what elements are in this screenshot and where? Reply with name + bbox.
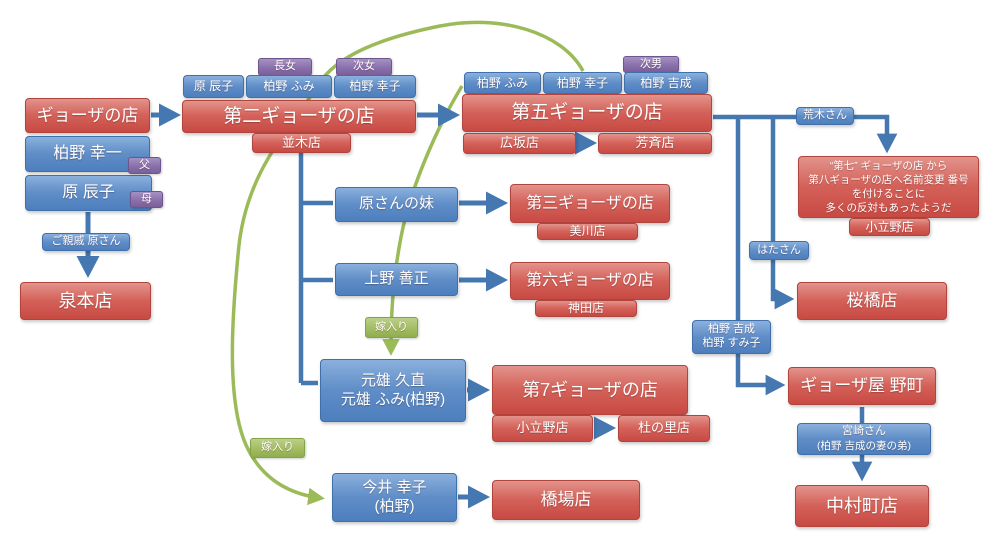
member-kashino-yoshinari-5: 柏野 吉成 bbox=[624, 72, 708, 94]
shop-nakamuracho: 中村町店 bbox=[795, 485, 929, 527]
store-hirosaka: 広坂店 bbox=[463, 133, 576, 154]
store-housai: 芳斉店 bbox=[598, 133, 712, 154]
member-kashino-sachiko-5: 柏野 幸子 bbox=[543, 72, 622, 94]
label-yoshinari-couple: 柏野 吉成 柏野 すみ子 bbox=[692, 320, 771, 354]
shop-nomachi: ギョーザ屋 野町 bbox=[788, 367, 936, 405]
store-kodatsuno-7: 小立野店 bbox=[492, 415, 593, 442]
person-hara-sister: 原さんの妹 bbox=[335, 187, 458, 222]
person-motoo-couple: 元雄 久直 元雄 ふみ(柏野) bbox=[320, 359, 466, 422]
label-araki-san: 荒木さん bbox=[796, 107, 854, 125]
label-kashino-yoshinari: 柏野 吉成 bbox=[707, 323, 756, 336]
store-namiki: 並木店 bbox=[252, 133, 351, 153]
tag-marriage-fumi: 嫁入り bbox=[365, 317, 418, 338]
person-imai-sachiko-name: 今井 幸子 bbox=[362, 478, 427, 496]
tree-branch-lines bbox=[298, 151, 333, 386]
person-ueno-yoshimasa: 上野 善正 bbox=[335, 263, 458, 296]
store-morinosato: 杜の里店 bbox=[618, 415, 710, 442]
store-kodatsuno-note: 小立野店 bbox=[849, 218, 930, 236]
shop-sakurabashi: 桜橋店 bbox=[797, 282, 947, 320]
label-relative-hara: ご親戚 原さん bbox=[42, 233, 130, 251]
label-miyazaki-relation: (柏野 吉成の妻の弟) bbox=[817, 439, 911, 452]
label-miyazaki-san: 宮崎さん (柏野 吉成の妻の弟) bbox=[797, 423, 931, 455]
note-line-1: “第七” ギョーザの店 から bbox=[829, 160, 948, 172]
shop-sixth-gyoza: 第六ギョーザの店 bbox=[510, 262, 670, 300]
note-line-4: 多くの反対もあったようだ bbox=[825, 202, 952, 214]
store-mikawa: 美川店 bbox=[537, 223, 638, 240]
marriage-curve-sachiko-to-imai bbox=[230, 20, 585, 506]
person-imai-sachiko-maiden: (柏野) bbox=[374, 497, 415, 515]
member-kashino-fumi-5: 柏野 ふみ bbox=[464, 72, 541, 94]
shop-gyozanomise: ギョーザの店 bbox=[25, 98, 150, 133]
shop-fifth-gyoza: 第五ギョーザの店 bbox=[462, 94, 712, 132]
tag-second-daughter: 次女 bbox=[336, 58, 392, 76]
tag-father: 父 bbox=[128, 157, 161, 174]
line-fifth-to-nomachi bbox=[735, 117, 786, 396]
line-fifth-to-sakurabashi bbox=[770, 117, 795, 310]
label-miyazaki-name: 宮崎さん bbox=[842, 425, 886, 438]
person-kashino-koichi: 柏野 幸一 bbox=[25, 136, 150, 172]
person-motoo-fumi: 元雄 ふみ(柏野) bbox=[340, 390, 446, 408]
store-kanda: 神田店 bbox=[535, 300, 637, 317]
shop-third-gyoza: 第三ギョーザの店 bbox=[510, 184, 670, 223]
tag-second-son: 次男 bbox=[623, 56, 679, 73]
tag-eldest-daughter: 長女 bbox=[258, 58, 312, 76]
shop-second-gyoza: 第二ギョーザの店 bbox=[182, 100, 416, 133]
shop-hashiba: 橋場店 bbox=[492, 480, 640, 520]
shop-seventh-gyoza: 第7ギョーザの店 bbox=[492, 365, 688, 415]
label-kashino-sumiko: 柏野 すみ子 bbox=[702, 337, 761, 349]
label-hata-san: はたさん bbox=[749, 241, 809, 260]
note-line-3: を付けることに bbox=[851, 188, 926, 200]
person-motoo-hisanao: 元雄 久直 bbox=[360, 371, 426, 389]
shop-izumoto: 泉本店 bbox=[20, 282, 151, 320]
member-kashino-sachiko: 柏野 幸子 bbox=[334, 75, 416, 98]
note-rename-box: “第七” ギョーザの店 から 第八ギョーザの店へ名前変更 番号 を付けることに … bbox=[798, 156, 979, 218]
person-imai-sachiko: 今井 幸子 (柏野) bbox=[332, 473, 457, 522]
note-line-2: 第八ギョーザの店へ名前変更 番号 bbox=[808, 174, 969, 186]
tag-marriage-sachiko: 嫁入り bbox=[250, 438, 305, 458]
tag-mother: 母 bbox=[130, 191, 163, 208]
member-hara-tatsuko: 原 辰子 bbox=[183, 75, 244, 98]
member-kashino-fumi: 柏野 ふみ bbox=[246, 75, 332, 98]
